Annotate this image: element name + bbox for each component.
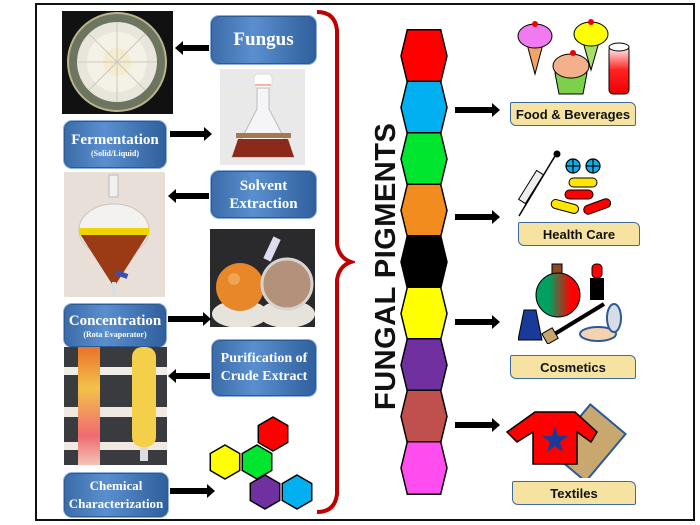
structure-hexagon [281, 474, 313, 510]
banner-label: Health Care [542, 226, 616, 242]
pigment-hexagon [400, 441, 448, 495]
step-sublabel: (Solid/Liquid) [90, 148, 140, 158]
chromatography-columns-photo [64, 347, 167, 465]
pigment-hexagon [400, 235, 448, 289]
step-solvent-extraction: Solvent Extraction [210, 170, 317, 219]
banner-label: Cosmetics [540, 359, 606, 375]
rota-evaporator-flasks-photo [210, 229, 315, 327]
step-label: Chemical Characterization [68, 478, 164, 511]
step-label: Concentration [68, 312, 162, 329]
structure-hexagon [257, 416, 289, 452]
arrow-left-icon [168, 189, 209, 203]
pigment-hexagon [400, 29, 448, 83]
arrow-left-icon [168, 369, 210, 383]
arrow-left-icon [175, 41, 209, 55]
structure-hexagon [249, 474, 281, 510]
step-label: Purification of Crude Extract [220, 351, 308, 384]
step-sublabel: (Rota Evaporator) [83, 329, 147, 339]
banner-label: Food & Beverages [515, 106, 631, 122]
arrow-right-icon [170, 127, 212, 141]
step-label: Fungus [233, 29, 294, 50]
step-concentration: Concentration (Rota Evaporator) [63, 303, 167, 348]
step-fermentation: Fermentation (Solid/Liquid) [63, 120, 167, 169]
syringe-and-pills-icon [517, 150, 612, 217]
banner-label: Textiles [550, 485, 598, 501]
step-label: Fermentation [71, 131, 159, 148]
structure-hexagon [241, 444, 273, 480]
pigment-hexagon [400, 389, 448, 444]
application-banner-cosmetics: Cosmetics [510, 355, 636, 379]
arrow-right-icon [170, 484, 215, 498]
application-banner-food: Food & Beverages [510, 102, 636, 126]
fermentation-flask-photo [220, 69, 305, 165]
structure-hexagon [209, 444, 241, 480]
ice-cream-and-drink-icon [517, 19, 630, 95]
application-banner-textiles: Textiles [512, 481, 636, 505]
pigment-hexagon [400, 338, 448, 392]
chemical-structure-icon [209, 416, 313, 510]
separating-funnel-photo [64, 172, 165, 297]
arrow-right-icon [168, 312, 211, 326]
application-banner-health-care: Health Care [518, 222, 640, 246]
arrow-right-icon [455, 315, 500, 329]
curly-brace-icon [316, 10, 355, 514]
step-fungus: Fungus [210, 15, 317, 65]
cosmetics-icon [518, 263, 622, 344]
step-purification: Purification of Crude Extract [211, 339, 317, 397]
step-label: Solvent Extraction [229, 177, 298, 212]
pigment-hexagon [400, 183, 448, 238]
arrow-right-icon [455, 210, 500, 224]
pigment-hexagon [400, 80, 448, 135]
pigment-hexagon-chain [400, 29, 448, 495]
fungus-petri-dish-photo [62, 11, 173, 114]
arrow-right-icon [455, 103, 500, 117]
step-chemical-characterization: Chemical Characterization [63, 472, 169, 518]
arrow-right-icon [455, 418, 500, 432]
shirt-and-fabric-icon [505, 403, 627, 478]
pigment-hexagon [400, 132, 448, 186]
pigment-hexagon [400, 286, 448, 341]
